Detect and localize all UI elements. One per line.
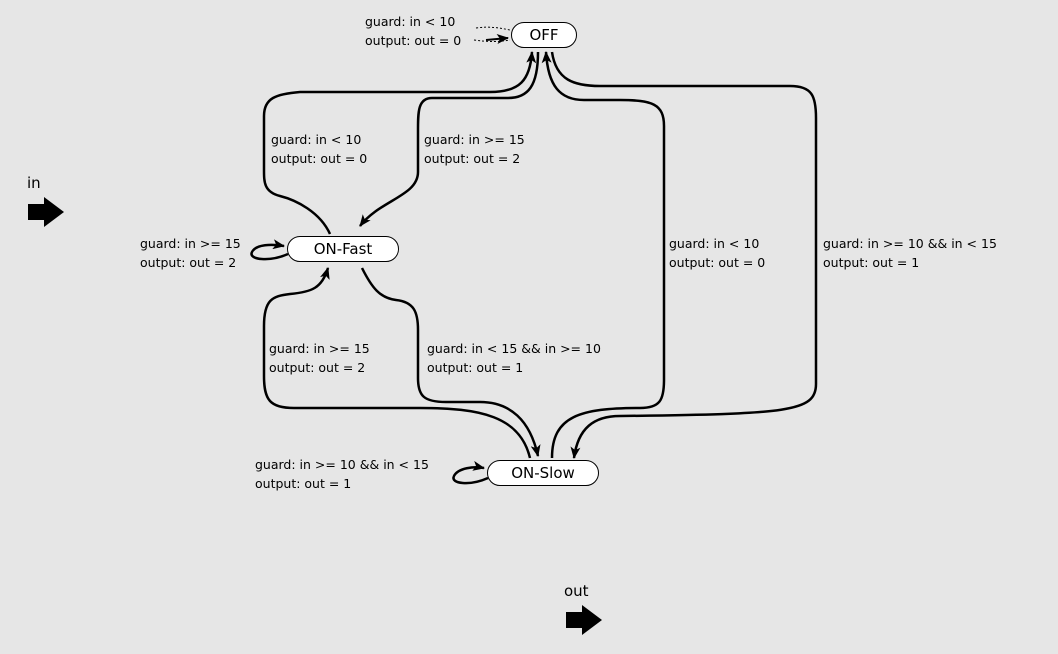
label-fast-to-off[interactable]: guard: in < 10 output: out = 0 (271, 130, 367, 168)
label-fast-self[interactable]: guard: in >= 15 output: out = 2 (140, 234, 241, 272)
output-text: output: out = 2 (424, 151, 521, 166)
output-text: output: out = 1 (823, 255, 920, 270)
input-port-icon (28, 197, 64, 227)
output-text: output: out = 0 (365, 33, 462, 48)
label-slow-to-off[interactable]: guard: in < 10 output: out = 0 (669, 234, 765, 272)
input-port-label: in (27, 174, 41, 192)
arrow-fast-to-slow (360, 267, 541, 457)
label-off-to-slow[interactable]: guard: in >= 10 && in < 15 output: out =… (823, 234, 997, 272)
arrow-slow-self (452, 460, 489, 485)
arrow-off-self-head (485, 34, 509, 44)
arrow-off-to-slow (550, 51, 818, 459)
state-off[interactable]: OFF (511, 22, 577, 48)
arrow-slow-to-fast (262, 267, 532, 459)
arrow-fast-to-off (262, 51, 537, 235)
label-fast-to-slow[interactable]: guard: in < 15 && in >= 10 output: out =… (427, 339, 601, 377)
arrow-fast-self (250, 239, 289, 261)
output-text: output: out = 0 (669, 255, 766, 270)
label-slow-to-fast[interactable]: guard: in >= 15 output: out = 2 (269, 339, 370, 377)
output-text: output: out = 2 (269, 360, 366, 375)
state-on-fast[interactable]: ON-Fast (287, 236, 399, 262)
label-slow-self[interactable]: guard: in >= 10 && in < 15 output: out =… (255, 455, 429, 493)
output-text: output: out = 0 (271, 151, 368, 166)
output-port-label: out (564, 582, 589, 600)
output-text: output: out = 2 (140, 255, 237, 270)
guard-text: guard: in < 10 (669, 236, 760, 251)
guard-text: guard: in < 15 && in >= 10 (427, 341, 601, 356)
arrow-slow-to-off (541, 51, 666, 459)
label-off-self[interactable]: guard: in < 10 output: out = 0 (365, 12, 461, 50)
guard-text: guard: in >= 10 && in < 15 (823, 236, 997, 251)
output-port-icon (566, 605, 602, 635)
guard-text: guard: in >= 15 (424, 132, 525, 147)
arrow-off-to-fast (359, 51, 540, 227)
guard-text: guard: in < 10 (271, 132, 362, 147)
label-off-to-fast[interactable]: guard: in >= 15 output: out = 2 (424, 130, 525, 168)
guard-text: guard: in >= 10 && in < 15 (255, 457, 429, 472)
output-text: output: out = 1 (427, 360, 524, 375)
state-on-slow[interactable]: ON-Slow (487, 460, 599, 486)
output-text: output: out = 1 (255, 476, 352, 491)
guard-text: guard: in < 10 (365, 14, 456, 29)
guard-text: guard: in >= 15 (140, 236, 241, 251)
guard-text: guard: in >= 15 (269, 341, 370, 356)
